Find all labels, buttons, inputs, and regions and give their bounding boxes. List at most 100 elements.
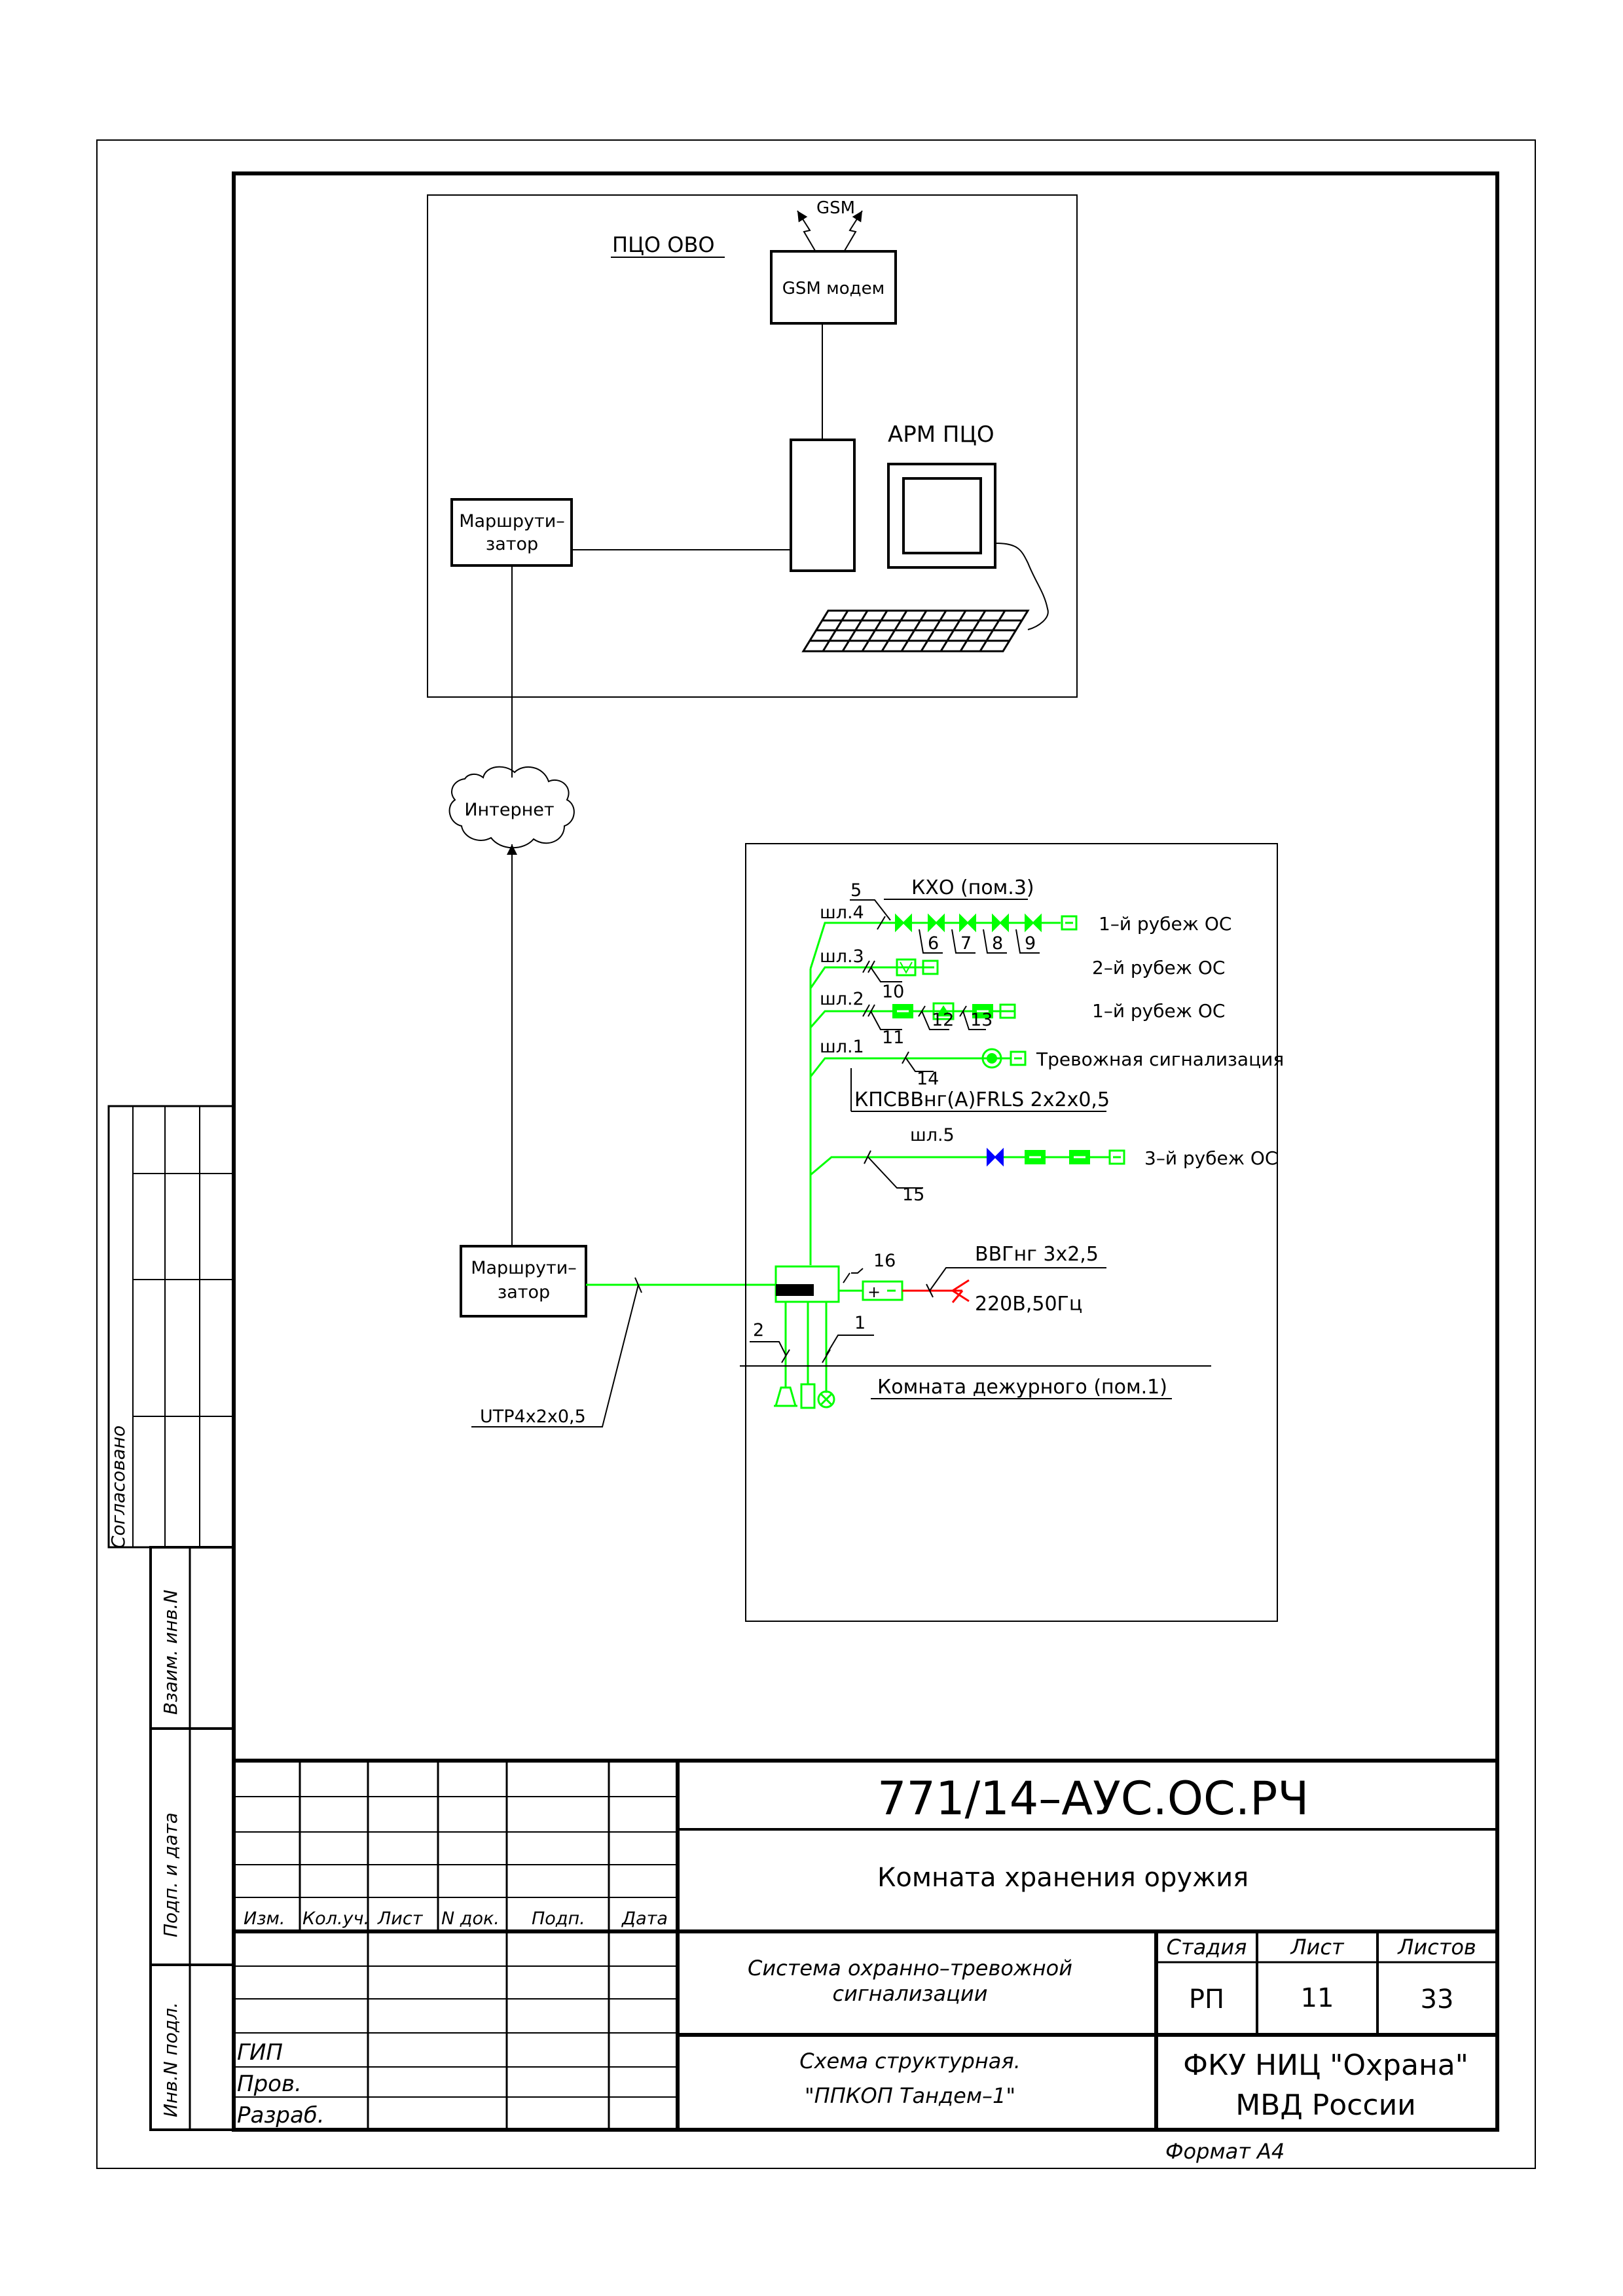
power-supply-label: 220В,50Гц	[975, 1293, 1082, 1316]
scheme-line1: Схема структурная.	[799, 2049, 1021, 2073]
internet-label: Интернет	[464, 800, 554, 820]
cable-no-1: 1	[854, 1313, 866, 1333]
cable-no-14: 14	[917, 1069, 939, 1089]
zone-label-shl1: Тревожная сигнализация	[1036, 1049, 1284, 1070]
cable-no-11: 11	[882, 1028, 904, 1048]
psu-plus-icon: +	[867, 1283, 881, 1301]
zone-label-shl3: 2–й рубеж ОС	[1092, 957, 1225, 978]
cable-no-10: 10	[882, 982, 904, 1002]
end-resistor-icon	[1061, 915, 1078, 931]
cable-no-15: 15	[902, 1185, 924, 1205]
kxo-title: КХО (пом.3)	[911, 876, 1034, 899]
col-izm: Изм.	[244, 1909, 285, 1929]
loop-label-3: шл.3	[820, 946, 864, 967]
doc-code: 771/14–АУС.ОС.РЧ	[877, 1772, 1309, 1825]
monitor-icon	[887, 463, 996, 569]
pco-router-line2: затор	[486, 534, 538, 554]
power-plug-icon	[951, 1290, 964, 1303]
object-router	[460, 1245, 587, 1318]
title-block	[234, 1759, 1497, 2130]
object-frame	[745, 843, 1278, 1622]
system-line1: Система охранно–тревожной	[748, 1956, 1072, 1981]
vibration-detector-icon	[928, 913, 945, 933]
podp-data-label: Подп. и дата	[160, 1812, 181, 1937]
format-label: Формат А4	[1165, 2139, 1285, 2164]
cable-no-2: 2	[753, 1320, 764, 1340]
duty-room-label: Комната дежурного (пом.1)	[877, 1376, 1167, 1399]
role-razrab: Разраб.	[237, 2102, 325, 2128]
antenna-left-icon	[797, 210, 816, 251]
device-no-13: 13	[970, 1010, 993, 1030]
stage-label: Стадия	[1167, 1935, 1247, 1960]
vibration-detector-icon	[1025, 913, 1042, 933]
vibration-detector-icon	[992, 913, 1009, 933]
power-cable-label: ВВГнг 3х2,5	[975, 1243, 1099, 1266]
pco-router-line1: Маршрути–	[459, 511, 565, 531]
role-prov: Пров.	[237, 2071, 302, 2097]
sheets-label: Листов	[1397, 1935, 1476, 1960]
siren-icon	[774, 1386, 797, 1407]
vibration-detector-icon	[895, 913, 912, 933]
stage-value: РП	[1189, 1984, 1224, 2015]
cable-no-5: 5	[850, 880, 862, 901]
device-no-6: 6	[928, 933, 939, 954]
loop-label-1: шл.1	[820, 1037, 864, 1057]
org-line1: ФКУ НИЦ "Охрана"	[1183, 2049, 1468, 2082]
arm-label: АРМ ПЦО	[888, 422, 994, 448]
scheme-line2: "ППКОП Тандем–1"	[805, 2083, 1015, 2108]
device-no-8: 8	[992, 933, 1003, 954]
system-line2: сигнализации	[833, 1981, 988, 2006]
internet-cloud: Интернет	[448, 766, 575, 849]
col-kol: Кол.уч.	[302, 1909, 369, 1929]
zone-label-shl4: 1–й рубеж ОС	[1099, 913, 1231, 935]
inv-podl-label: Инв.N подл.	[160, 2002, 181, 2117]
antenna-right-icon	[844, 210, 863, 251]
end-resistor-icon	[922, 960, 939, 975]
gsm-label: GSM	[816, 198, 855, 218]
object-router-line1: Маршрути–	[471, 1258, 577, 1278]
utp-cable-label: UTP4x2x0,5	[480, 1407, 586, 1427]
loop-label-2: шл.2	[820, 989, 864, 1009]
org-line2: МВД России	[1235, 2089, 1416, 2122]
col-ndoc: N док.	[441, 1909, 500, 1929]
role-gip: ГИП	[237, 2039, 283, 2066]
object-name: Комната хранения оружия	[877, 1863, 1249, 1893]
col-podp: Подп.	[532, 1909, 585, 1929]
device-no-7: 7	[960, 933, 972, 954]
object-router-line2: затор	[498, 1282, 550, 1302]
loop-label-5: шл.5	[910, 1125, 955, 1145]
psu-no: 16	[873, 1251, 896, 1271]
vzaim-label: Взаим. инв.N	[160, 1590, 181, 1715]
zone-label-shl2: 1–й рубеж ОС	[1092, 1000, 1225, 1022]
loop-label-4: шл.4	[820, 903, 864, 923]
inner-frame	[232, 171, 1499, 2132]
device-no-12: 12	[932, 1010, 954, 1030]
keypad-icon	[800, 1383, 816, 1409]
keyboard-icon	[801, 609, 1030, 653]
zone-label-shl5: 3–й рубеж ОС	[1144, 1147, 1277, 1169]
pco-router	[450, 498, 573, 567]
object-block: шл.4 шл.3 шл.2 шл.1 шл.5 КХО (пом.3) 5 1…	[740, 843, 1284, 1622]
pco-frame	[427, 194, 1078, 698]
light-indicator-icon	[817, 1390, 835, 1408]
sheet-value: 11	[1301, 1983, 1334, 2013]
pco-block: ПЦО ОВО GSM GSM модем АРМ ПЦО	[427, 194, 1078, 698]
vibration-detector-icon	[959, 913, 976, 933]
pco-title: ПЦО ОВО	[612, 232, 715, 257]
gsm-modem	[770, 250, 897, 325]
sheet-label: Лист	[1290, 1935, 1344, 1960]
gsm-modem-label: GSM модем	[782, 279, 884, 298]
sidebar: Согласовано Взаим. инв.N Подп. и дата Ин…	[107, 1105, 235, 2131]
sheets-value: 33	[1421, 1984, 1454, 2015]
loop4-detectors	[895, 913, 1042, 933]
agreed-label: Согласовано	[107, 1426, 129, 1549]
seismic-detector-icon	[987, 1147, 1004, 1167]
device-no-9: 9	[1025, 933, 1036, 954]
end-resistor-icon	[1108, 1149, 1125, 1165]
outer-frame	[96, 139, 1536, 2169]
col-list: Лист	[377, 1909, 424, 1929]
col-data: Дата	[621, 1909, 668, 1929]
motion-detector-icon	[932, 1002, 955, 1020]
system-unit-icon	[790, 439, 856, 572]
